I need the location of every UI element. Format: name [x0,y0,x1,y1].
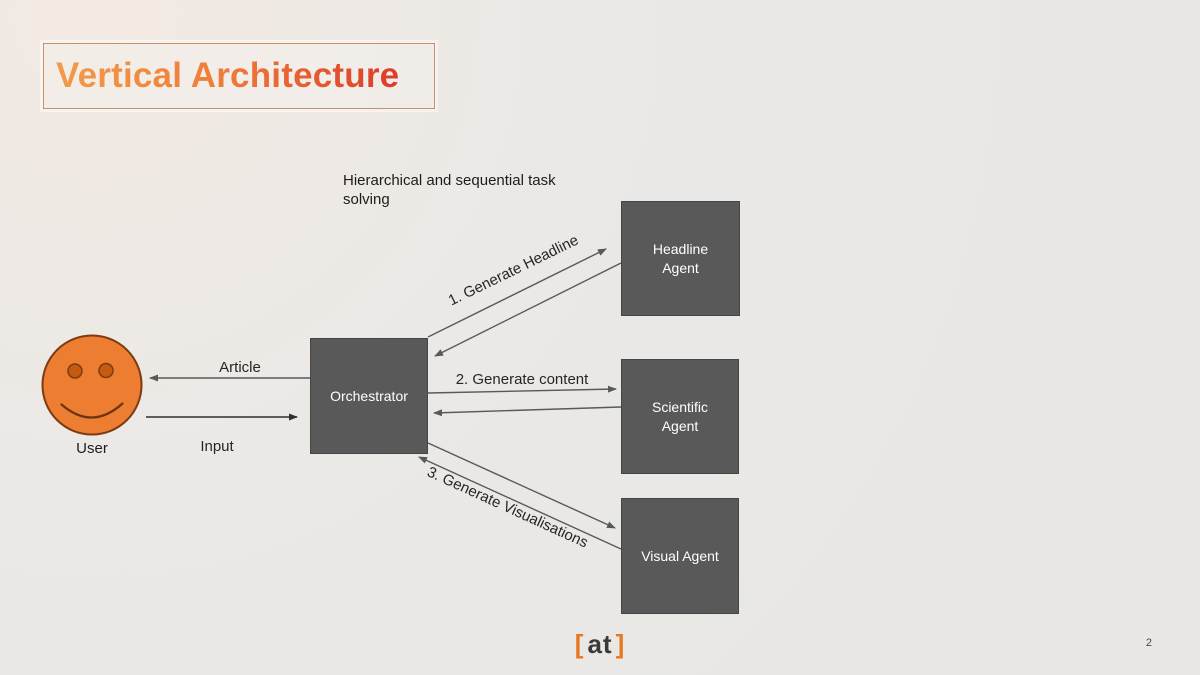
headline-agent-node: Headline Agent [621,201,740,316]
orchestrator-node-label: Orchestrator [330,387,408,404]
user-node-label: User [76,440,108,457]
edge-generate-headline-label: 1. Generate Headline [445,231,582,310]
logo-text: at [587,629,613,659]
headline-agent-node-label: Headline Agent [652,241,709,276]
page-number: 2 [1145,637,1152,649]
edge-article-label: Article [219,359,261,376]
user-smiley-icon [41,334,143,436]
edge-generate-content-label: 2. Generate content [455,371,589,388]
title-box: Vertical Architecture [43,43,435,109]
diagram-caption: Hierarchical and sequential task solving [343,172,556,208]
edge-generate-content-arrow [427,385,617,394]
orchestrator-node: Orchestrator [310,338,428,454]
visual-agent-node-label: Visual Agent [641,547,719,564]
scientific-agent-node-label: Scientific Agent [651,399,709,434]
edge-headline-return-arrow [434,262,622,357]
visual-agent-node: Visual Agent [621,498,739,614]
user-left-eye [67,363,83,379]
logo-left-bracket: [ [574,629,585,659]
page-title: Vertical Architecture [56,56,400,95]
company-logo: [at] [0,629,1200,660]
user-smile [60,402,124,419]
scientific-agent-node: Scientific Agent [621,359,739,474]
logo-right-bracket: ] [615,629,626,659]
user-face [41,334,143,436]
edge-generate-visualisations-label: 3. Generate Visualisations [424,463,591,552]
edge-input-label: Input [200,438,234,455]
user-right-eye [98,362,114,379]
edge-content-return-arrow [433,406,622,417]
